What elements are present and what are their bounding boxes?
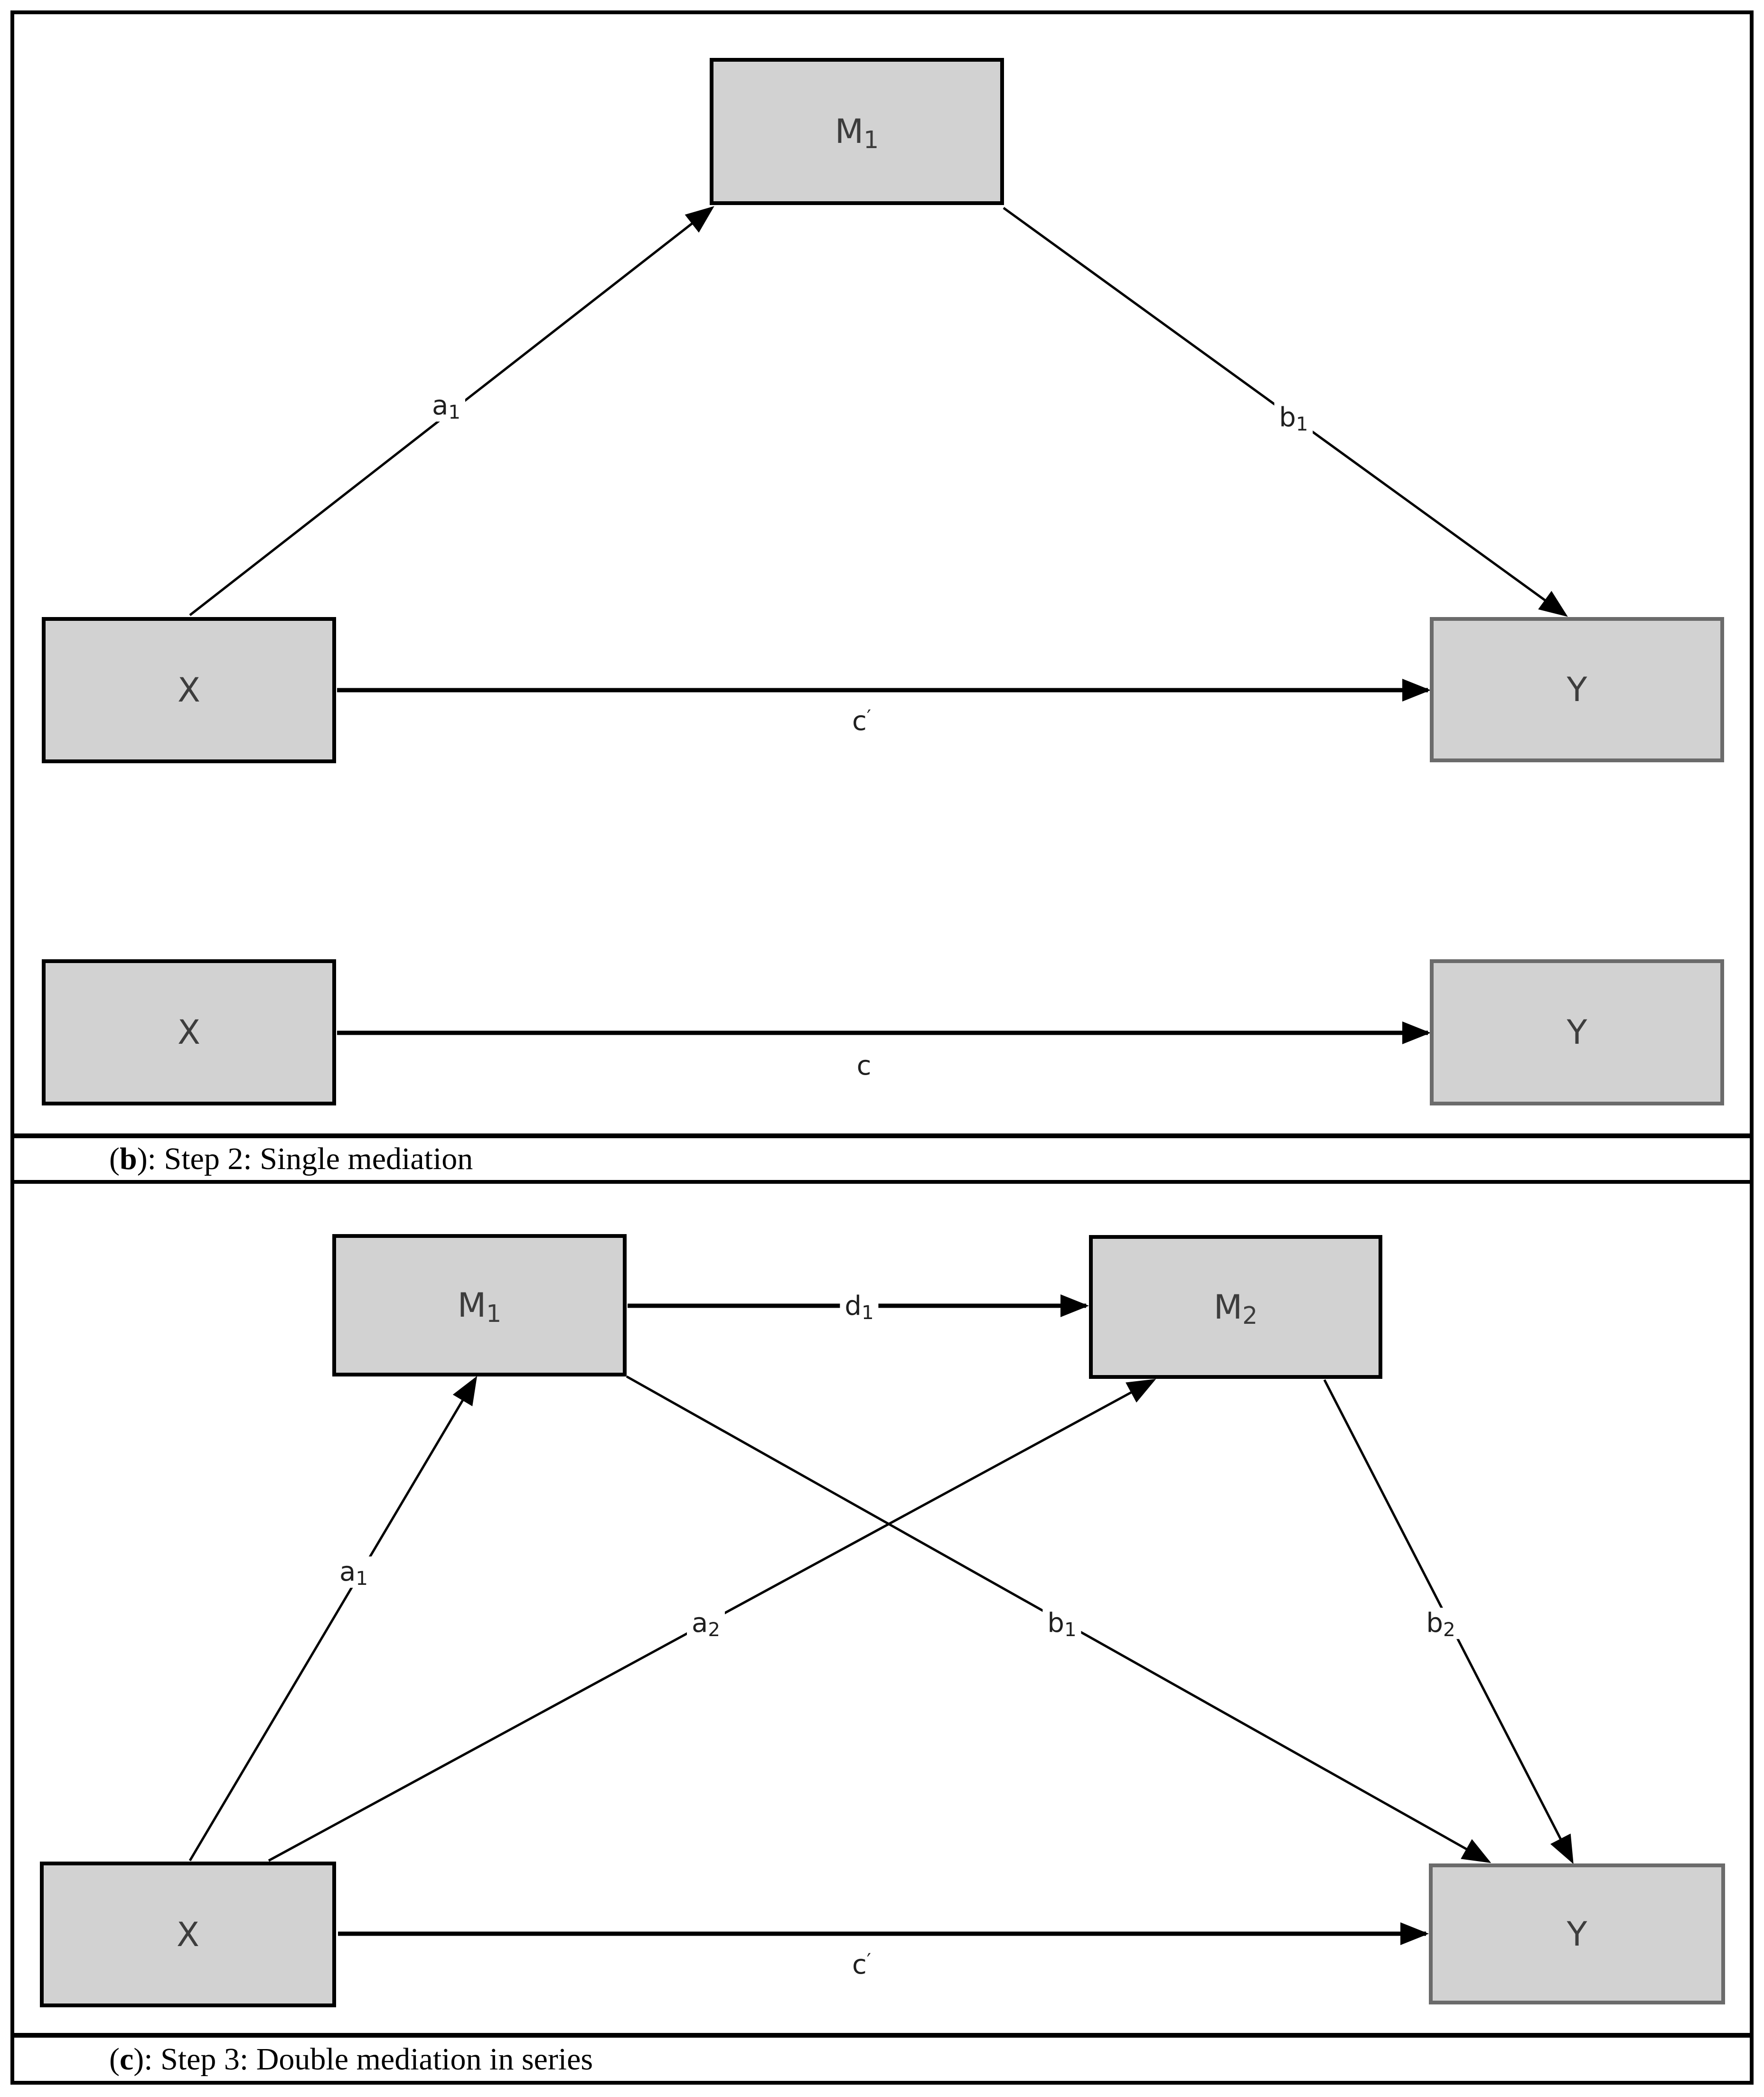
node-b-m1: M1: [710, 58, 1004, 205]
caption-panel-c-text: (c): Step 3: Double mediation in series: [109, 2041, 593, 2077]
edge-label-c-a2: a2: [687, 1608, 725, 1640]
node-b-m1-label: M1: [835, 112, 879, 154]
edge-label-b-a1: a1: [427, 390, 465, 423]
edge-label-c-cprime: c′: [847, 1949, 876, 1981]
edge-label-c-d1: d1: [840, 1291, 879, 1323]
node-b-y-top-label: Y: [1567, 670, 1587, 709]
node-b-x-bottom-label: X: [178, 1013, 200, 1052]
node-b-x-bottom: X: [42, 959, 336, 1105]
node-b-y-bottom: Y: [1430, 959, 1724, 1105]
node-c-x-label: X: [177, 1915, 199, 1954]
node-b-y-bottom-label: Y: [1567, 1013, 1587, 1052]
caption-panel-b-text: (b): Step 2: Single mediation: [109, 1142, 473, 1176]
node-b-x-top-label: X: [178, 671, 200, 710]
edge-label-c-a1: a1: [335, 1556, 373, 1589]
caption-panel-b: (b): Step 2: Single mediation: [14, 1133, 1750, 1184]
node-c-x: X: [40, 1862, 336, 2007]
edge-label-c-b1: b1: [1042, 1608, 1081, 1640]
node-b-x-top: X: [42, 617, 336, 763]
edge-label-b-b1: b1: [1274, 402, 1313, 435]
node-c-y: Y: [1429, 1863, 1725, 2004]
node-c-m2: M2: [1089, 1235, 1382, 1379]
node-c-m2-label: M2: [1213, 1287, 1258, 1329]
node-b-y-top: Y: [1430, 617, 1724, 762]
edge-label-b-c: c: [852, 1050, 876, 1082]
edge-label-c-b2: b2: [1421, 1608, 1460, 1640]
node-c-y-label: Y: [1567, 1914, 1587, 1954]
node-c-m1: M1: [332, 1234, 627, 1376]
edge-label-b-cprime: c′: [847, 706, 876, 737]
node-c-m1-label: M1: [457, 1286, 502, 1328]
caption-panel-c: (c): Step 3: Double mediation in series: [14, 2033, 1750, 2081]
